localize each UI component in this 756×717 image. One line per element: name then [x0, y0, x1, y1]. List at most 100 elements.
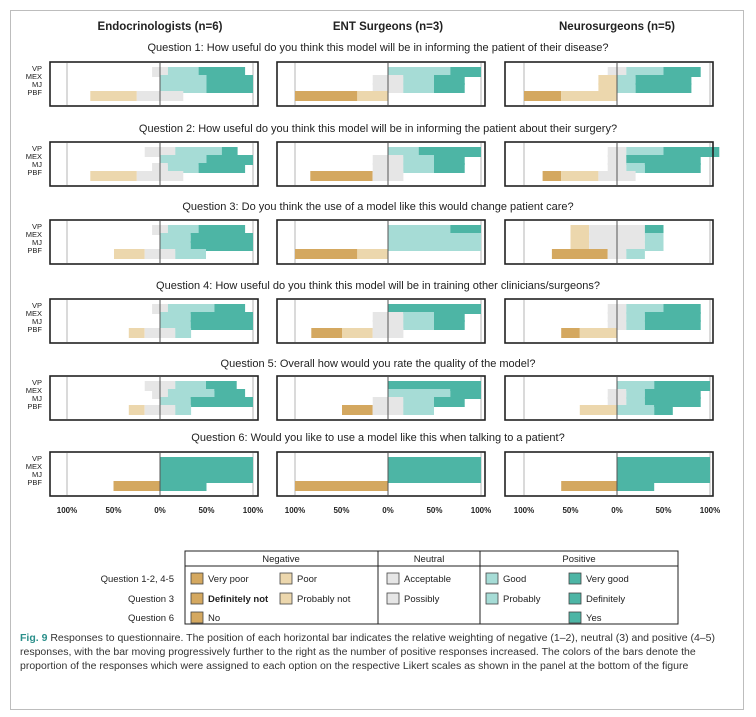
tick-label: 50%: [562, 506, 578, 515]
bar-mex-strong_positive: [434, 312, 465, 322]
bar-vp-positive: [626, 67, 664, 77]
tick-label: 50%: [105, 506, 121, 515]
panel-frame: [49, 451, 259, 497]
bar-mex-positive: [160, 312, 191, 322]
bar-mj-positive: [160, 320, 191, 330]
bar-pbf-negative: [114, 249, 145, 259]
bar-vp-negative: [570, 225, 590, 235]
question-3: Question 3: Do you think the use of a mo…: [26, 201, 714, 265]
row-label-mex: MEX: [26, 386, 42, 395]
bar-mj-strong_positive: [434, 397, 465, 407]
bar-pbf-negative: [357, 91, 388, 101]
bar-vp-positive: [167, 67, 199, 77]
bar-mex-positive: [403, 155, 434, 165]
bar-mex-strong_positive: [160, 465, 253, 475]
tick-label: 100%: [285, 506, 305, 515]
panel-1: [49, 219, 259, 265]
bar-vp-strong_positive: [617, 457, 710, 467]
bar-vp-positive: [617, 381, 655, 391]
bar-mex-strong_positive: [644, 312, 701, 322]
bar-vp-strong_positive: [644, 225, 664, 235]
group-title-2: Neurosurgeons (n=5): [559, 21, 675, 33]
tick-label: 100%: [514, 506, 534, 515]
bar-pbf-strong_negative: [561, 481, 617, 491]
bar-vp-strong_positive: [663, 147, 720, 157]
bar-mj-strong_positive: [388, 473, 481, 483]
bar-pbf-negative: [128, 405, 145, 415]
bar-mj-positive: [617, 83, 636, 93]
legend-swatch-strong_negative: [190, 611, 204, 624]
tick-label: 0%: [154, 506, 166, 515]
row-label-mj: MJ: [32, 80, 42, 89]
panel-frame: [49, 219, 259, 265]
panel-3: [504, 375, 714, 421]
bar-mj-positive: [160, 241, 191, 251]
bar-mex-positive: [167, 389, 215, 399]
bar-pbf-strong_negative: [542, 171, 562, 181]
row-label-pbf: PBF: [27, 402, 42, 411]
panel-3: [504, 141, 720, 187]
legend-item-label: Very poor: [208, 574, 249, 585]
bar-mj-negative: [598, 83, 617, 93]
bar-pbf-positive: [175, 405, 192, 415]
caption-text: Responses to questionnaire. The position…: [20, 632, 715, 672]
bar-mex-positive: [388, 233, 481, 243]
bar-mj-strong_positive: [617, 473, 710, 483]
bar-vp-positive: [388, 225, 451, 235]
row-label-mex: MEX: [26, 309, 42, 318]
bar-mj-strong_positive: [198, 163, 246, 173]
bar-pbf-strong_negative: [342, 405, 373, 415]
legend-item-label: Possibly: [404, 594, 440, 605]
bar-vp-positive: [626, 304, 664, 314]
row-label-mj: MJ: [32, 317, 42, 326]
bar-vp-strong_positive: [388, 457, 481, 467]
legend-negative-title: Negative: [262, 554, 300, 565]
row-label-mex: MEX: [26, 230, 42, 239]
bar-pbf-strong_negative: [295, 91, 358, 101]
bar-mex-strong_positive: [206, 75, 253, 85]
panel-3: [504, 61, 714, 107]
panel-2: [276, 375, 486, 421]
bar-vp-strong_positive: [214, 304, 246, 314]
bar-vp-strong_positive: [388, 381, 481, 391]
bar-mj-positive: [626, 320, 645, 330]
question-2: Question 2: How useful do you think this…: [26, 123, 720, 187]
legend-frame: [184, 550, 679, 625]
bar-mex-positive: [644, 233, 664, 243]
bar-vp-positive: [175, 381, 206, 391]
bar-mj-strong_positive: [190, 241, 253, 251]
panel-frame: [49, 61, 259, 107]
bar-pbf-negative: [342, 328, 373, 338]
figure-caption: Fig. 9 Responses to questionnaire. The p…: [20, 631, 736, 673]
bar-mex-strong_positive: [388, 465, 481, 475]
row-label-pbf: PBF: [27, 168, 42, 177]
panel-2: [276, 141, 486, 187]
bar-mex-negative: [598, 75, 617, 85]
bar-mj-positive: [626, 163, 645, 173]
legend-row-label: Question 1-2, 4-5: [101, 574, 174, 585]
legend-swatch-strong_negative: [190, 572, 204, 585]
bar-mj-positive: [403, 163, 434, 173]
tick-label: 0%: [382, 506, 394, 515]
tick-label: 100%: [57, 506, 77, 515]
bar-mex-strong_positive: [190, 312, 253, 322]
bar-vp-strong_positive: [198, 225, 246, 235]
legend-swatch-strong_positive: [568, 572, 582, 585]
panel-1: [49, 61, 259, 107]
legend-item-label: Poor: [297, 574, 317, 585]
bar-mex-positive: [388, 389, 451, 399]
group-headers: Endocrinologists (n=6)ENT Surgeons (n=3)…: [98, 21, 676, 33]
question-title: Question 4: How useful do you think this…: [156, 280, 600, 292]
bar-mex-positive: [626, 389, 645, 399]
panel-frame: [504, 375, 714, 421]
legend-swatch-positive: [485, 572, 499, 585]
panel-3: [504, 298, 714, 344]
bar-mex-positive: [403, 75, 434, 85]
bar-vp-positive: [167, 304, 215, 314]
panel-1: [49, 375, 259, 421]
row-label-pbf: PBF: [27, 478, 42, 487]
bar-vp-strong_positive: [663, 67, 701, 77]
bar-mj-strong_positive: [434, 320, 465, 330]
question-title: Question 6: Would you like to use a mode…: [191, 432, 564, 444]
